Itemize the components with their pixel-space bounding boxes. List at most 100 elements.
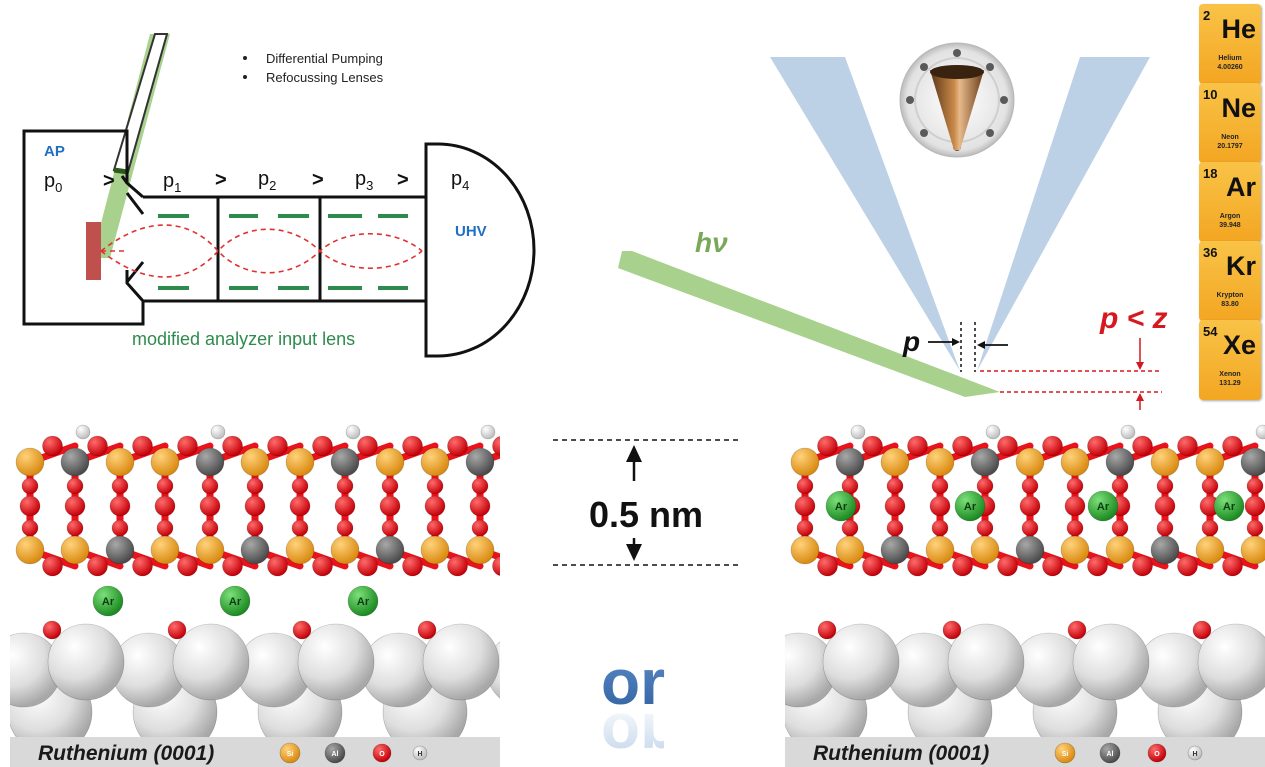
oxygen-atom <box>817 620 837 640</box>
oxygen-atom <box>1066 477 1084 495</box>
condition-label: p < z <box>1099 302 1168 335</box>
oxygen-atom <box>1192 620 1212 640</box>
uhv-label: UHV <box>455 223 487 240</box>
oxygen-atom <box>447 555 468 577</box>
hydrogen-atom <box>75 424 91 440</box>
oxygen-atom <box>718 556 738 576</box>
oxygen-atom <box>952 555 973 577</box>
gt-sign: > <box>103 170 115 192</box>
greater-than-signs: > > > > <box>103 169 409 192</box>
legend-si-dot <box>1054 742 1076 764</box>
oxygen-atom <box>628 556 648 576</box>
oxygen-atom <box>177 435 198 457</box>
argon-atom: Ar <box>954 490 986 522</box>
lens-caption: modified analyzer input lens <box>132 329 355 349</box>
oxygen-atom <box>886 477 904 495</box>
argon-label: Ar <box>102 596 115 608</box>
oxygen-atom <box>1177 435 1198 457</box>
oxygen-atom <box>673 556 693 576</box>
aluminum-atom <box>1105 447 1135 477</box>
aluminum-atom <box>375 535 405 565</box>
silicon-atom <box>1060 447 1090 477</box>
oxygen-atom <box>1087 555 1108 577</box>
ru-atom <box>47 623 125 701</box>
oxygen-atom <box>543 621 561 639</box>
legend-o-dot <box>1147 743 1167 763</box>
ru-atom <box>947 623 1025 701</box>
oxygen-atom <box>1222 435 1243 457</box>
sample <box>86 222 101 280</box>
pressure-p3: p3 <box>355 168 373 193</box>
oxygen-atom <box>381 477 399 495</box>
oxygen-atom <box>111 519 129 537</box>
oxygen-atom <box>862 555 883 577</box>
element-name: Xenon <box>1219 371 1241 378</box>
oxygen-atom <box>1087 435 1108 457</box>
uhv-chamber <box>424 142 536 358</box>
oxygen-atom <box>402 555 423 577</box>
oxygen-atom <box>1132 555 1153 577</box>
silicon-atom <box>285 447 315 477</box>
silicon-atom <box>925 535 955 565</box>
or-reflection: or <box>601 700 665 767</box>
oxygen-atom <box>1222 555 1243 577</box>
substrate-caption: Ruthenium (0001) <box>38 742 214 765</box>
oxygen-atom <box>156 477 174 495</box>
aluminum-atom <box>1240 447 1265 477</box>
oxygen-atom <box>583 556 603 576</box>
hydrogen-atom <box>616 425 630 439</box>
legend-si-label: Si <box>1062 751 1069 758</box>
ru-atom <box>297 623 375 701</box>
oxygen-atom <box>1201 477 1219 495</box>
oxygen-atom <box>884 495 906 517</box>
ru-atom <box>673 624 749 700</box>
oxygen-atom <box>907 435 928 457</box>
legend-al-label: Al <box>1107 751 1114 758</box>
silicate-bilayer <box>15 424 738 577</box>
oxygen-atom <box>1154 495 1176 517</box>
oxygen-atom <box>1156 477 1174 495</box>
aluminum-atom <box>601 448 629 476</box>
oxygen-atom <box>402 435 423 457</box>
atomic-number: 54 <box>1203 324 1218 339</box>
oxygen-atom <box>447 435 468 457</box>
argon-label: Ar <box>1223 501 1236 513</box>
oxygen-atom <box>201 477 219 495</box>
ru-atom <box>1197 623 1265 701</box>
oxygen-atom <box>673 436 693 456</box>
aluminum-atom <box>1015 535 1045 565</box>
silicon-atom <box>15 447 45 477</box>
oxygen-atom <box>1177 555 1198 577</box>
argon-label: Ar <box>229 596 242 608</box>
oxygen-atom <box>111 477 129 495</box>
spacing-label: 0.5 nm <box>589 494 703 535</box>
or-word: or or <box>601 646 665 767</box>
legend-si-label: Si <box>287 751 294 758</box>
gt-sign: > <box>397 169 409 191</box>
oxygen-atom <box>471 477 489 495</box>
oxygen-atom <box>289 495 311 517</box>
oxygen-atom <box>424 495 446 517</box>
silicon-atom <box>240 447 270 477</box>
oxygen-atom <box>517 520 533 536</box>
atomic-number: 18 <box>1203 166 1218 181</box>
aluminum-atom <box>970 447 1000 477</box>
oxygen-atom <box>312 435 333 457</box>
argon-label: Ar <box>1097 501 1110 513</box>
z-distance-indicator: p < z <box>980 302 1168 410</box>
nozzle-schematic: hν p p <box>618 42 1168 410</box>
bullet-list: Differential Pumping Refocussing Lenses <box>243 51 384 85</box>
hydrogen-atom <box>480 424 496 440</box>
aluminum-atom <box>1150 535 1180 565</box>
element-symbol: Xe <box>1222 330 1256 360</box>
oxygen-atom <box>492 556 500 576</box>
oxygen-atom <box>357 435 378 457</box>
silicon-atom <box>1240 535 1265 565</box>
oxygen-atom <box>668 621 686 639</box>
argon-atom: Ar <box>219 585 251 617</box>
caption-bar <box>785 737 1265 767</box>
